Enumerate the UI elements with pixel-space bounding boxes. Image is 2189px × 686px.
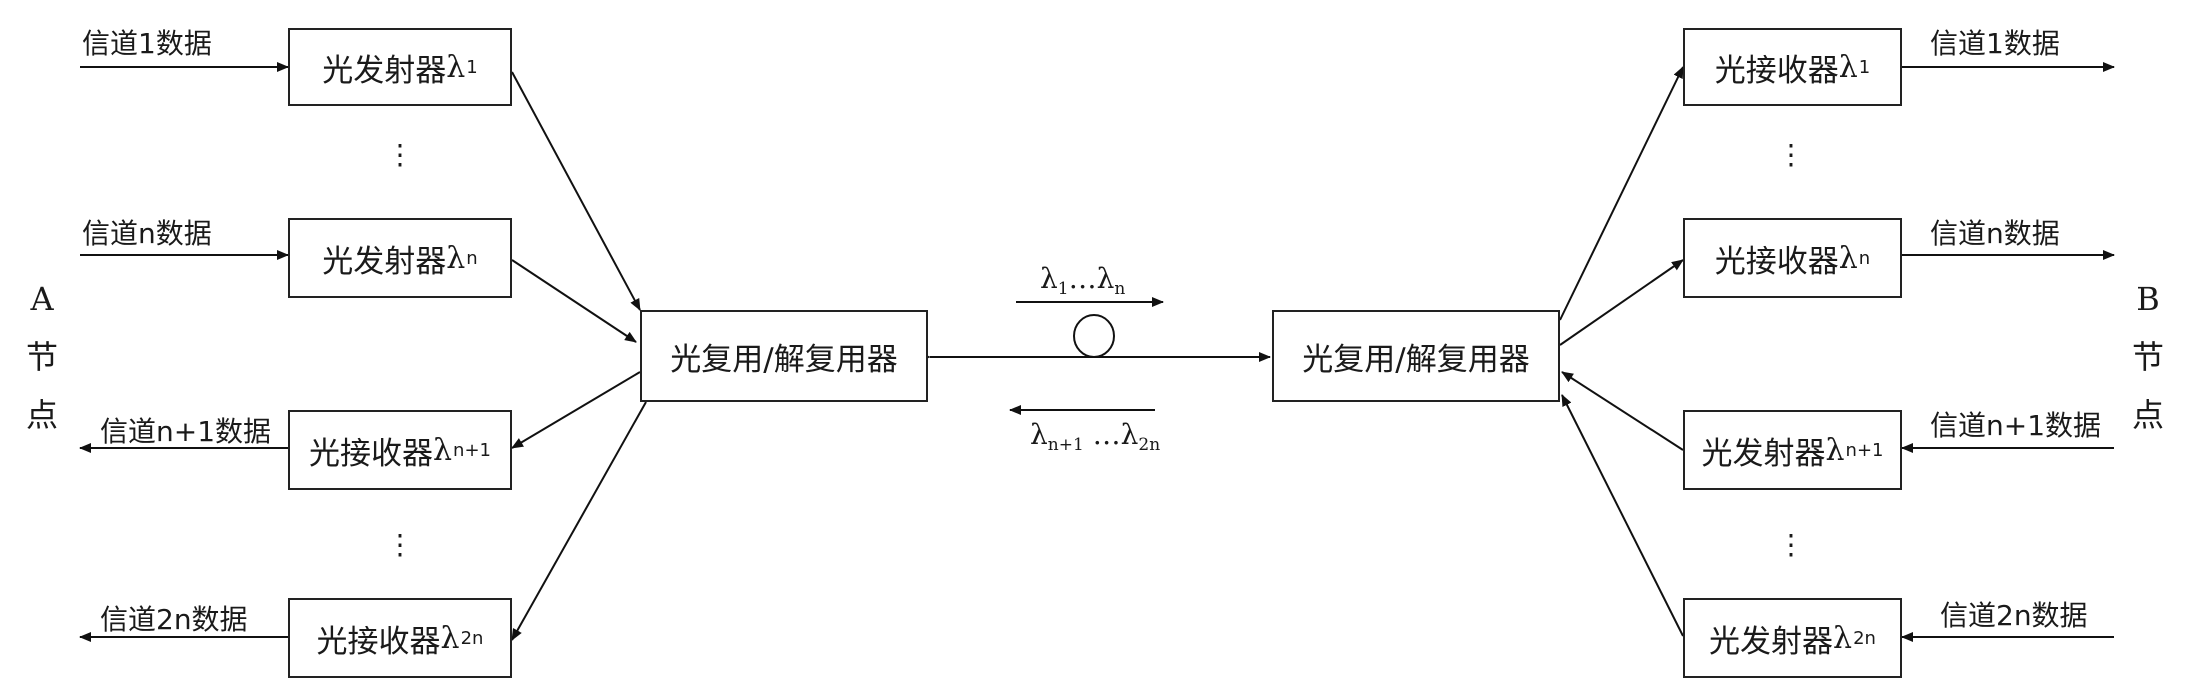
box-text: 光发射器 <box>1701 435 1826 472</box>
wavelength-backward: λn+1 …λ2n <box>1030 418 1160 455</box>
lambda-symbol: λ <box>1838 49 1858 85</box>
label-in2n-right: 信道2n数据 <box>1940 599 2088 632</box>
lambda-sub: 2n <box>1138 435 1161 455</box>
right-mux-demux: 光复用/解复用器 <box>1272 310 1560 402</box>
arrow-tx2n-mux <box>1561 394 1684 637</box>
lambda-symbol: λ <box>1825 432 1845 468</box>
node-b-char2: 点 <box>2131 396 2164 434</box>
lambda-symbol: λ <box>440 620 460 656</box>
box-text: 光复用/解复用器 <box>1302 341 1530 378</box>
lambda-sub: 2n <box>1853 627 1876 649</box>
label-outn1-left: 信道n+1数据 <box>100 415 272 448</box>
lambda-symbol: λ <box>433 432 453 468</box>
lambda-symbol: λ <box>1833 620 1853 656</box>
box-text: 光发射器 <box>322 243 447 280</box>
node-b-char1: 节 <box>2131 338 2164 376</box>
lambda-symbol: λ <box>446 49 466 85</box>
lambda-sub: n+1 <box>1047 435 1084 455</box>
box-text: 光发射器 <box>322 52 447 89</box>
lambda-sub: n <box>1858 247 1871 269</box>
lambda-sub: n <box>466 247 478 269</box>
box-text: 光接收器 <box>1714 243 1839 280</box>
lambda-symbol: λ <box>1838 240 1858 276</box>
ellipsis-left-bottom: ⋮ <box>386 528 414 561</box>
box-text: 光发射器 <box>1709 623 1834 660</box>
box-text: 光接收器 <box>1714 52 1839 89</box>
left-mux-demux: 光复用/解复用器 <box>640 310 928 402</box>
wavelength-forward: λ1…λn <box>1040 262 1125 299</box>
box-text: 光接收器 <box>309 435 434 472</box>
label-out2n-left: 信道2n数据 <box>100 603 248 636</box>
ellipsis-right-top: ⋮ <box>1777 138 1805 171</box>
lambda-symbol: λ <box>1040 262 1058 295</box>
arrow-mux-rx1 <box>1559 66 1684 321</box>
lambda-sub: n+1 <box>453 439 491 461</box>
box-text: 光接收器 <box>316 623 441 660</box>
node-a-label: A 节 点 <box>22 270 62 444</box>
label-in1-left: 信道1数据 <box>82 27 212 60</box>
lambda-sub: 1 <box>1057 279 1069 299</box>
label-outn-right: 信道n数据 <box>1930 217 2060 250</box>
lambda-sub: n+1 <box>1845 439 1884 461</box>
node-b-letter: B <box>2136 280 2160 318</box>
lambda-sub: 1 <box>1858 56 1871 78</box>
node-a-char1: 节 <box>25 338 58 376</box>
wl-dots: … <box>1092 418 1121 451</box>
arrow-txn1-mux <box>1561 371 1684 451</box>
arrow-mux-rxn1 <box>511 371 641 449</box>
lambda-sub: 1 <box>466 56 478 78</box>
lambda-symbol: λ <box>1096 262 1115 295</box>
arrow-mux-rx2n <box>511 401 647 641</box>
node-a-letter: A <box>30 280 54 318</box>
fiber-coil <box>1073 314 1115 358</box>
node-a-char2: 点 <box>25 396 58 434</box>
label-inn-left: 信道n数据 <box>82 217 212 250</box>
label-inn1-right: 信道n+1数据 <box>1930 409 2102 442</box>
arrow-tx1-mux <box>511 71 641 311</box>
ellipsis-left-top: ⋮ <box>386 138 414 171</box>
lambda-sub: 2n <box>460 627 484 649</box>
ellipsis-right-bottom: ⋮ <box>1777 528 1805 561</box>
lambda-symbol: λ <box>1030 418 1048 451</box>
lambda-symbol: λ <box>1120 418 1139 451</box>
box-text: 光复用/解复用器 <box>670 341 898 378</box>
lambda-symbol: λ <box>446 240 466 276</box>
arrow-txn-mux <box>511 259 637 343</box>
label-out1-right: 信道1数据 <box>1930 27 2060 60</box>
wl-dots: … <box>1068 262 1097 295</box>
arrow-mux-rxn <box>1559 259 1684 346</box>
lambda-sub: n <box>1114 279 1126 299</box>
node-b-label: B 节 点 <box>2128 270 2168 444</box>
